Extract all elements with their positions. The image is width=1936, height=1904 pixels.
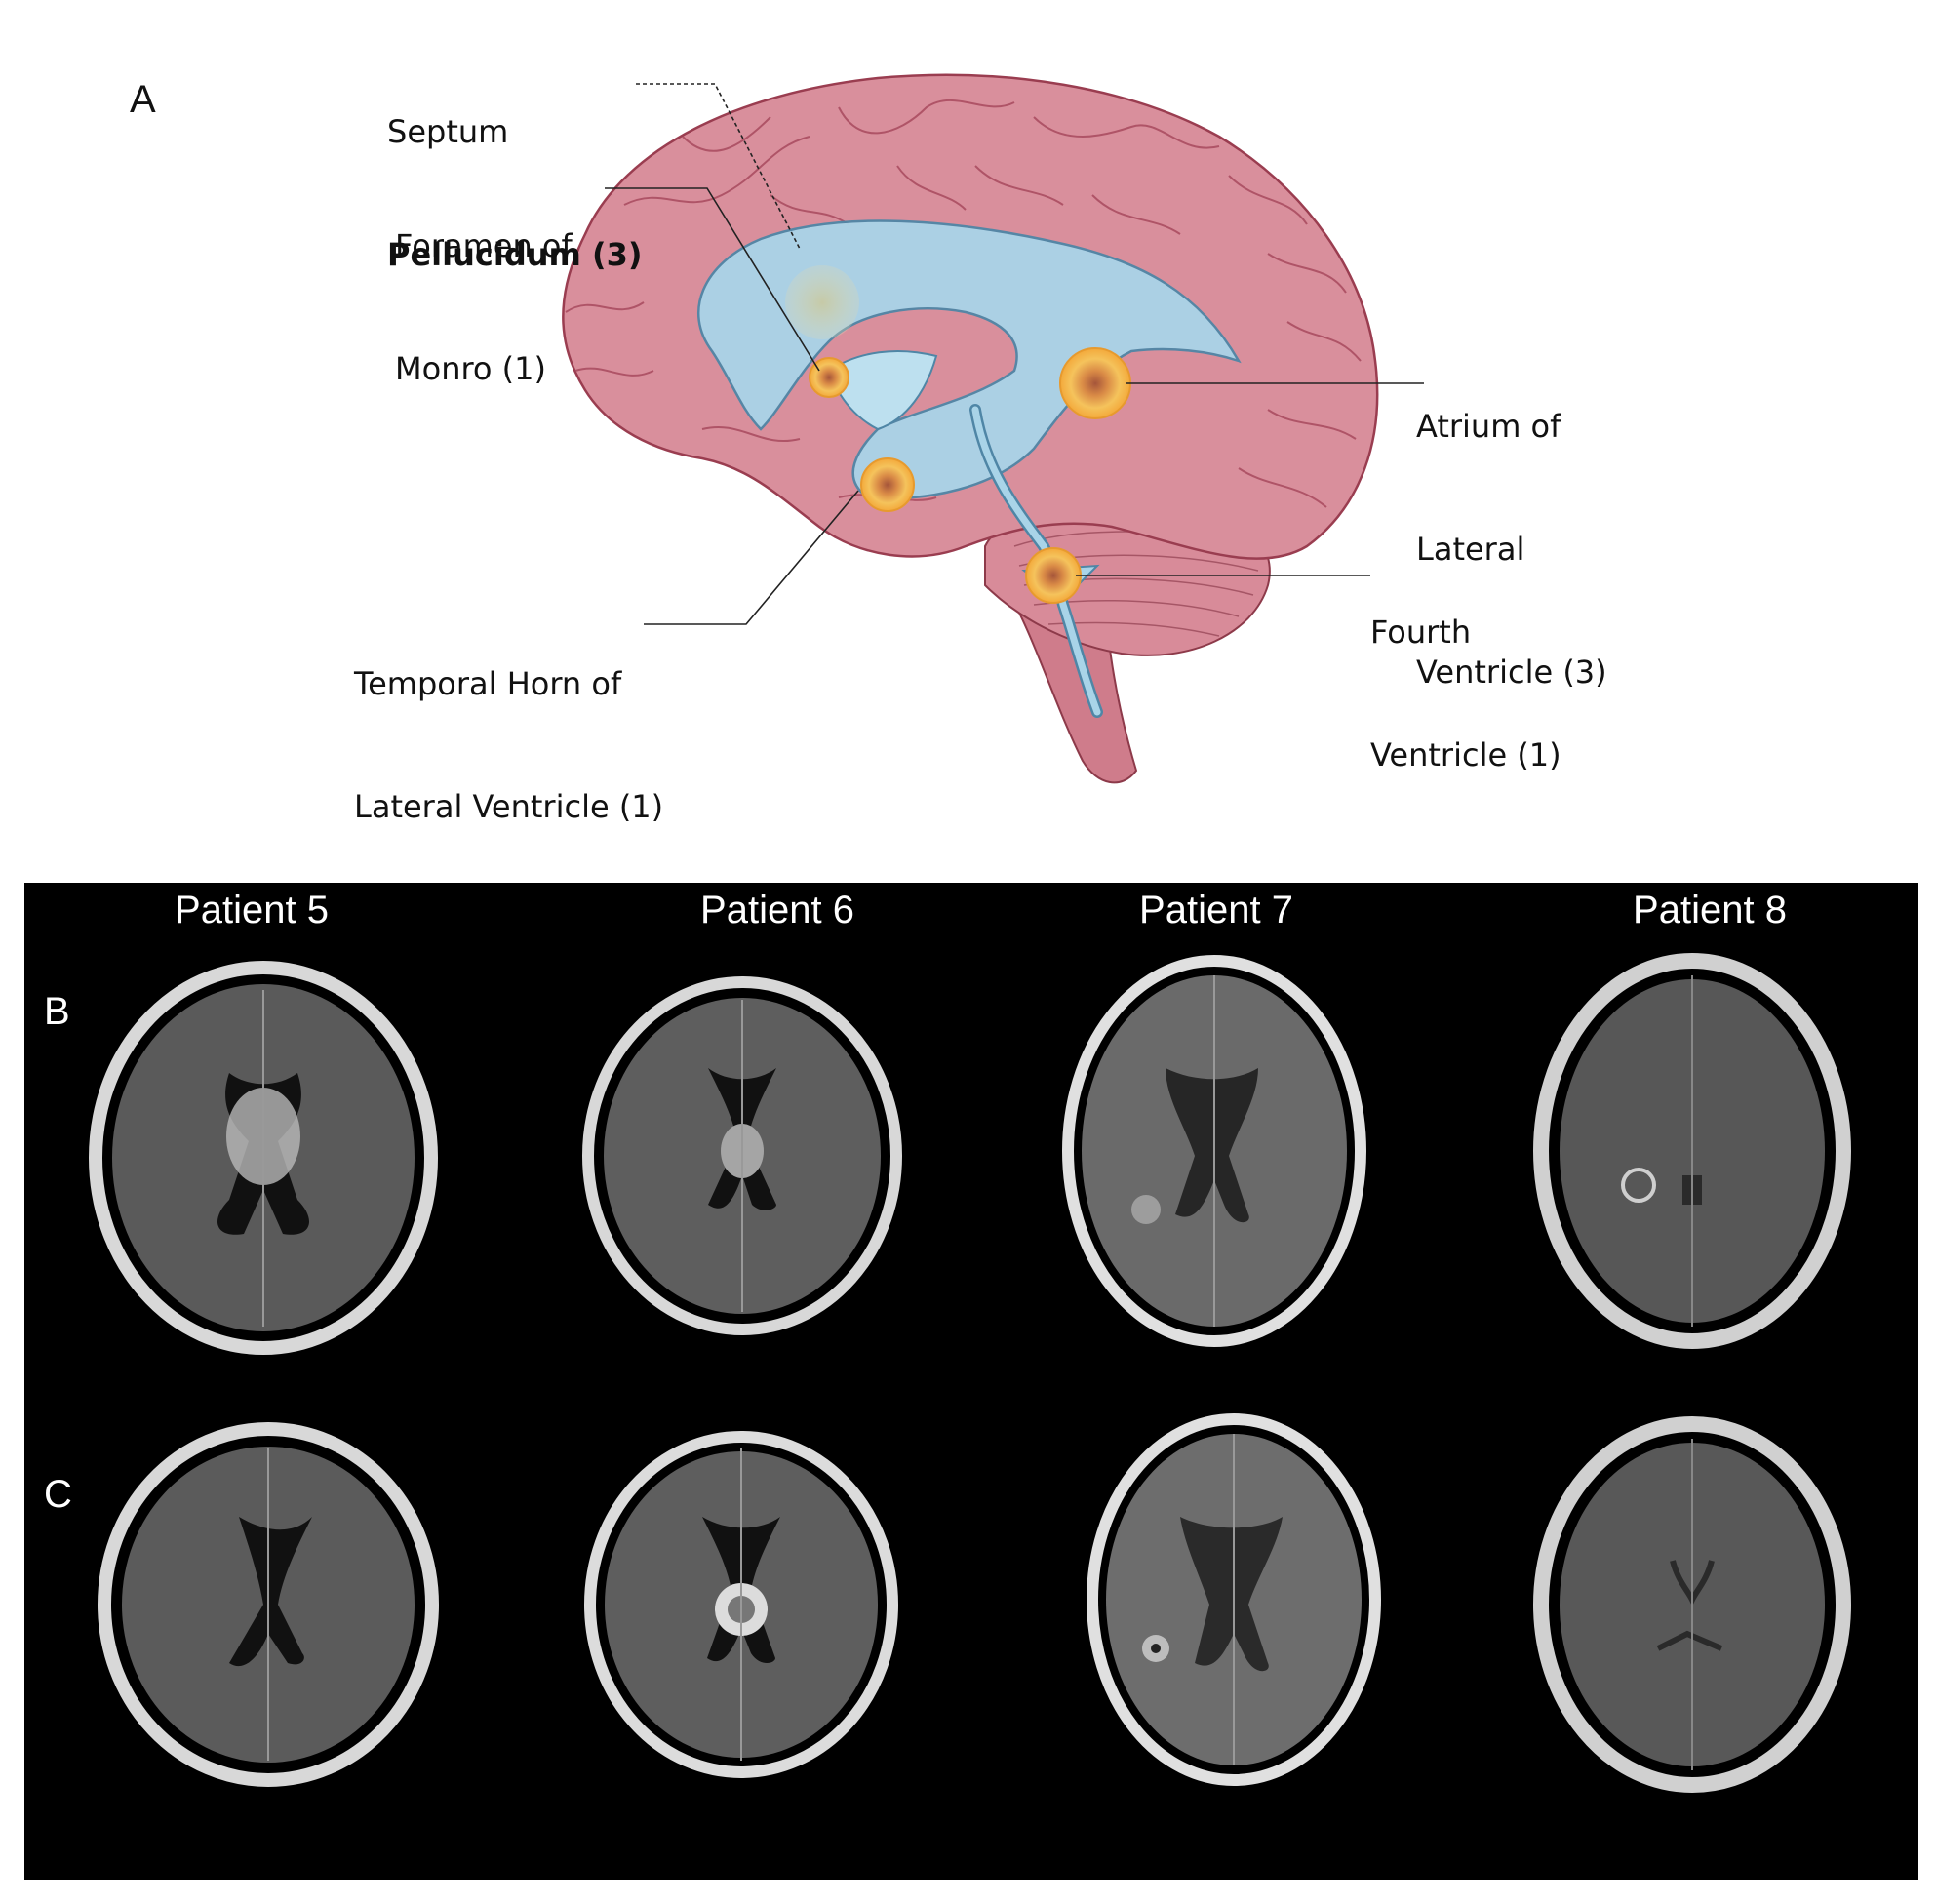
- tumor-temporal-horn: [860, 457, 915, 512]
- callout-monro-line1: Foramen of: [395, 227, 573, 264]
- callout-monro-line2: Monro (1): [395, 350, 546, 387]
- mri-b-patient-7: [1062, 955, 1366, 1347]
- callout-atrium-line1: Atrium of: [1416, 408, 1561, 445]
- brain-illustration: [562, 73, 1424, 784]
- mri-c-patient-6: [584, 1431, 898, 1778]
- septum-pellucidum-marker: [785, 265, 859, 339]
- mri-grid: Patient 5 Patient 6 Patient 7 Patient 8 …: [24, 883, 1918, 1880]
- callout-fourth-line2: Ventricle (1): [1370, 736, 1561, 774]
- leader-monro: [605, 187, 820, 372]
- patient-5-label: Patient 5: [175, 889, 329, 932]
- callout-atrium: Atrium of Lateral Ventricle (3): [1416, 324, 1607, 734]
- cerebrum: [562, 73, 1379, 560]
- patient-7-label: Patient 7: [1139, 889, 1293, 932]
- callout-temporal-line1: Temporal Horn of: [354, 665, 622, 702]
- callout-septum-line2: Pellucidum (3): [387, 236, 643, 273]
- row-c-letter: C: [44, 1473, 72, 1516]
- tumor-fourth-ventricle: [1025, 547, 1082, 604]
- callout-septum-line1: Septum: [387, 113, 509, 150]
- callout-atrium-line2: Lateral: [1416, 531, 1525, 568]
- patient-8-label: Patient 8: [1633, 889, 1787, 932]
- callout-fourth-ventricle: Fourth Ventricle (1): [1370, 530, 1561, 816]
- mri-c-patient-5: [98, 1422, 439, 1787]
- tumor-atrium: [1059, 347, 1131, 419]
- panel-a-letter: A: [130, 78, 156, 121]
- mri-c-patient-7: [1087, 1413, 1381, 1786]
- mri-b-patient-5: [89, 961, 438, 1355]
- callout-temporal-line2: Lateral Ventricle (1): [354, 788, 664, 825]
- mri-c-patient-8: [1533, 1416, 1851, 1793]
- leader-septum: [636, 83, 801, 250]
- callout-temporal-horn: Temporal Horn of Lateral Ventricle (1): [354, 581, 663, 868]
- callout-fourth-line1: Fourth: [1370, 614, 1472, 651]
- mri-b-patient-6: [582, 976, 902, 1335]
- third-ventricle: [827, 350, 938, 431]
- callout-foramen-monro: Foramen of Monro (1): [395, 143, 573, 430]
- mri-b-patient-8: [1533, 953, 1851, 1349]
- tumor-foramen-monro: [809, 357, 849, 398]
- patient-6-label: Patient 6: [700, 889, 854, 932]
- leader-temporal: [644, 490, 859, 625]
- callout-atrium-line3: Ventricle (3): [1416, 654, 1607, 691]
- callout-septum-pellucidum: Septum Pellucidum (3): [387, 29, 643, 316]
- row-b-letter: B: [44, 990, 70, 1033]
